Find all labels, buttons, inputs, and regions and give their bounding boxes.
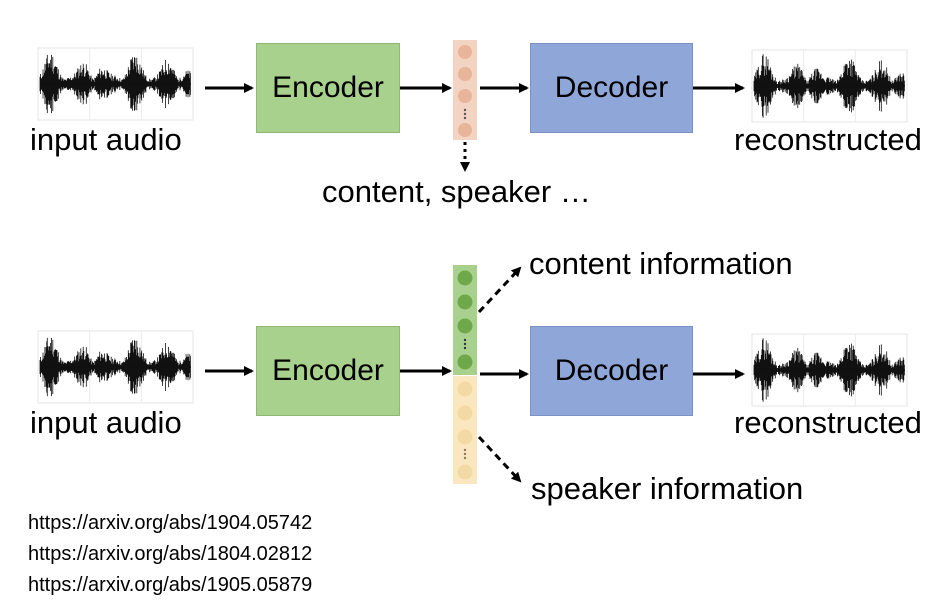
waveform-icon bbox=[37, 47, 194, 121]
decoder-label: Decoder bbox=[554, 354, 669, 387]
waveform-icon bbox=[37, 330, 194, 404]
latent-caption: content, speaker … bbox=[322, 174, 591, 209]
input-audio-label: input audio bbox=[30, 122, 182, 157]
waveform-icon bbox=[751, 49, 908, 123]
reference-link[interactable]: https://arxiv.org/abs/1804.02812 bbox=[28, 543, 313, 565]
decoder-label: Decoder bbox=[554, 71, 669, 104]
reference-list: https://arxiv.org/abs/1904.05742 https:/… bbox=[28, 508, 312, 601]
reconstructed-label: reconstructed bbox=[734, 122, 922, 157]
decoder-box: Decoder bbox=[530, 326, 693, 416]
speaker-vector bbox=[453, 376, 477, 484]
latent-vector bbox=[453, 40, 477, 140]
reconstructed-label: reconstructed bbox=[734, 405, 922, 440]
dashed-arrow-icon bbox=[477, 435, 522, 483]
input-audio-label: input audio bbox=[30, 405, 182, 440]
encoder-label: Encoder bbox=[272, 71, 384, 104]
encoder-box: Encoder bbox=[256, 326, 400, 416]
dashed-arrow-icon bbox=[477, 266, 522, 314]
reference-link[interactable]: https://arxiv.org/abs/1905.05879 bbox=[28, 574, 313, 596]
encoder-box: Encoder bbox=[256, 43, 400, 133]
content-vector bbox=[453, 265, 477, 375]
decoder-box: Decoder bbox=[530, 43, 693, 133]
reference-link[interactable]: https://arxiv.org/abs/1904.05742 bbox=[28, 512, 313, 534]
waveform-icon bbox=[751, 333, 908, 407]
speaker-information-label: speaker information bbox=[531, 471, 804, 506]
encoder-label: Encoder bbox=[272, 354, 384, 387]
content-information-label: content information bbox=[529, 246, 793, 281]
